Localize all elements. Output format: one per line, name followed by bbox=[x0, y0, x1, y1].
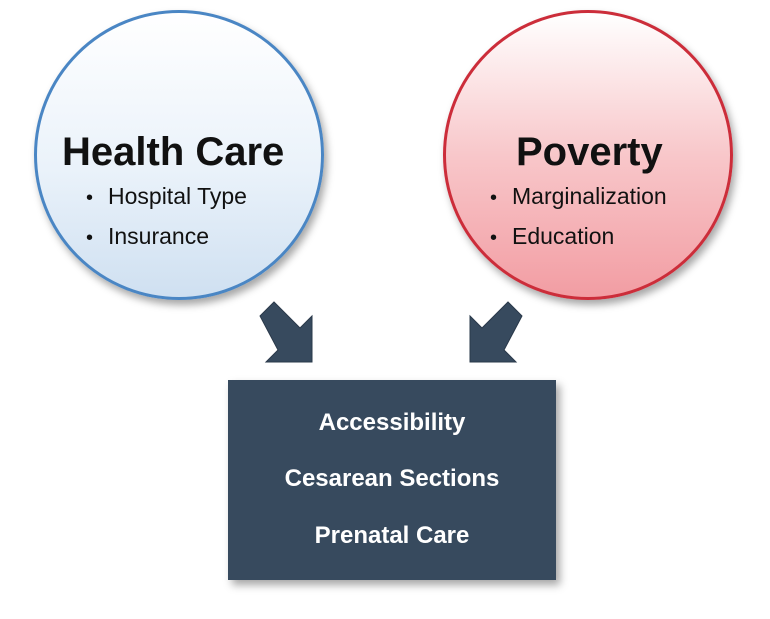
outcome-accessibility: Accessibility bbox=[318, 409, 466, 436]
list-item: Hospital Type bbox=[86, 177, 247, 217]
outcome-prenatal-care: Prenatal Care bbox=[314, 522, 470, 549]
health-care-title: Health Care bbox=[62, 130, 285, 174]
poverty-list: Marginalization Education bbox=[490, 177, 667, 257]
poverty-title: Poverty bbox=[516, 130, 663, 174]
outcomes-box: Accessibility Cesarean Sections Prenatal… bbox=[228, 380, 556, 580]
health-care-list: Hospital Type Insurance bbox=[86, 177, 247, 257]
list-item: Education bbox=[490, 217, 667, 257]
outcome-cesarean-sections: Cesarean Sections bbox=[284, 465, 500, 492]
arrow-down-left-icon bbox=[469, 301, 523, 363]
list-item: Insurance bbox=[86, 217, 247, 257]
list-item: Marginalization bbox=[490, 177, 667, 217]
arrow-down-right-icon bbox=[259, 301, 313, 363]
